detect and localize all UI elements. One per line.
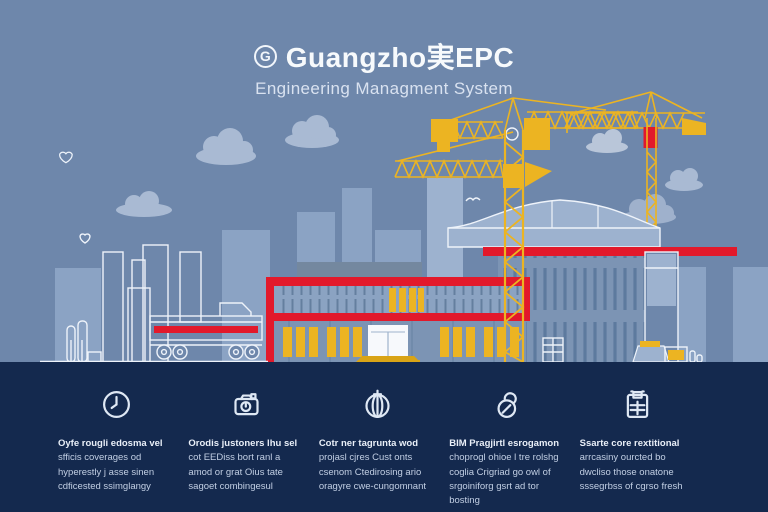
clock-icon <box>58 388 174 428</box>
feature-global: Cotr ner tagrunta wod projasl cjres Cust… <box>319 388 435 512</box>
yellow-windows-ground <box>283 327 519 357</box>
feature-title: BIM Pragjirtl esrogamon <box>449 438 560 449</box>
feature-line: cot EEDiss bort ranl a <box>188 452 281 464</box>
logo-icon: G <box>253 44 277 68</box>
jib-tip <box>525 162 552 187</box>
crane-cab <box>524 118 550 150</box>
bird-icon <box>465 197 481 202</box>
features-row: Oyfe rougli edosma vel sfficis coverages… <box>0 362 768 512</box>
feature-line: amod or grat Oius tate <box>188 466 283 478</box>
feature-checklist: Ssarte core rextitional arrcasiny ourcte… <box>580 388 696 512</box>
cloud <box>285 115 339 148</box>
heart-icon <box>79 233 91 244</box>
feature-line: projasl cjres Cust onts <box>318 452 413 464</box>
cloud <box>665 168 703 191</box>
feature-line: sssegrbss of cgrso fresh <box>579 480 683 492</box>
crane-hook <box>437 142 450 152</box>
bollards <box>66 320 88 362</box>
feature-line: coglia Crigriad go owl of <box>449 466 551 478</box>
red-frame <box>266 277 530 362</box>
feature-line: sfficis coverages od <box>58 452 142 464</box>
cloud <box>116 191 172 217</box>
truck-red-stripe <box>154 326 258 333</box>
feature-line: cdficested ssimglangy <box>58 480 151 492</box>
clouds <box>116 115 703 224</box>
crane-counterweight <box>431 119 458 142</box>
feature-line: sagoet combingesul <box>188 480 273 492</box>
construction-illustration <box>40 91 768 362</box>
crane-counterweight <box>682 118 706 135</box>
main-building <box>266 262 530 362</box>
crane-right-base <box>632 341 670 362</box>
feature-title: Orodis justoners lhu sel <box>188 438 298 449</box>
cloud <box>196 128 256 165</box>
page-subtitle: Engineering Managment System <box>255 79 513 98</box>
feature-line: dwcliso those onatone <box>579 466 674 478</box>
crate <box>664 346 688 362</box>
feature-schedule: Oyfe rougli edosma vel sfficis coverages… <box>58 388 174 512</box>
header: G Guangzho実EPC Engineering Managment Sys… <box>0 36 768 99</box>
cloud <box>586 129 628 153</box>
feature-photo: Orodis justoners lhu sel cot EEDiss bort… <box>188 388 304 512</box>
feature-bim: BIM Pragjirtl esrogamon choprogl ohioe l… <box>449 388 565 512</box>
feature-title: Cotr ner tagrunta wod <box>318 438 419 449</box>
cylinders <box>689 350 703 362</box>
checklist-icon <box>580 388 696 428</box>
feature-title: Ssarte core rextitional <box>579 438 680 449</box>
globe-icon <box>319 388 435 428</box>
feature-line: hyperestly j asse sinen <box>58 466 155 478</box>
feature-line: csenom Ctedirosing ario <box>318 466 422 478</box>
feature-line: arrcasiny ourcted bo <box>579 452 666 464</box>
camera-icon <box>188 388 304 428</box>
feature-line: choprogl ohioe l tre rolshg <box>449 452 559 464</box>
ladder-icon <box>542 337 564 362</box>
flatbed-truck <box>149 302 263 360</box>
sync-icon <box>449 388 565 428</box>
tower-crane-left <box>394 97 639 362</box>
yellow-windows-upper <box>389 288 424 312</box>
feature-line: srgoiniforg gsrt ad tor bosting <box>449 480 539 506</box>
page-title: Guangzho実EPC <box>285 42 515 73</box>
heart-icon <box>58 151 73 164</box>
red-band <box>483 247 737 256</box>
feature-title: Oyfe rougli edosma vel <box>58 438 163 449</box>
feature-line: oragyre cwe-cungomnant <box>318 480 427 492</box>
entrance-door <box>356 325 420 362</box>
